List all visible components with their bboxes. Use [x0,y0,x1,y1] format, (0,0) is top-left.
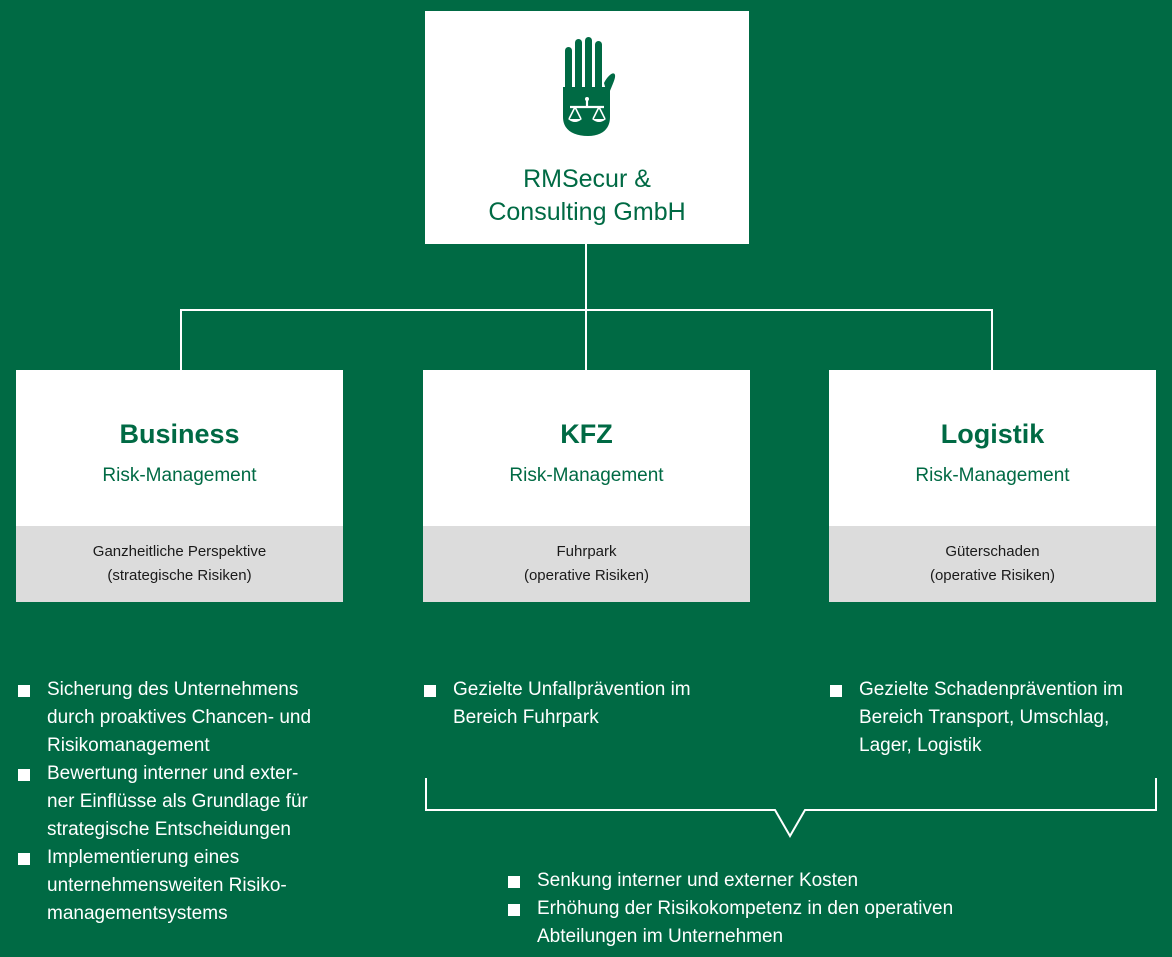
bullet-square-icon [18,685,30,697]
list-item: Bewertung interner und exter- ner Einflü… [16,760,386,844]
unit-detail-line-1: Güterschaden [945,543,1040,560]
list-item: Senkung interner und externer Kosten [506,867,1046,895]
hand-with-scales-icon [563,37,616,136]
unit-title: Logistik [940,419,1045,449]
company-name-line-2: Consulting GmbH [488,198,686,226]
connector-trunk [585,244,587,311]
connector-kfz [585,309,587,370]
bullet-line: strategische Entscheidungen [47,819,291,840]
bullet-line: Lager, Logistik [859,735,982,756]
unit-detail-line-2: (strategische Risiken) [107,567,252,584]
unit-subtitle: Risk-Management [509,465,664,486]
kfz-bullet-list: Gezielte Unfallprävention im Bereich Fuh… [422,676,792,732]
logistik-bullet-list: Gezielte Schadenprävention im Bereich Tr… [828,676,1172,760]
unit-kfz: KFZ Risk-Management Fuhrpark (operative … [423,370,750,602]
list-item: Gezielte Schadenprävention im Bereich Tr… [828,676,1172,760]
bullet-line: Erhöhung der Risikokompetenz in den oper… [537,898,954,919]
unit-logistik: Logistik Risk-Management Güterschaden (o… [829,370,1156,602]
bullet-square-icon [424,685,436,697]
unit-detail-line-1: Ganzheitliche Perspektive [92,543,267,560]
bullet-square-icon [508,876,520,888]
bullet-square-icon [830,685,842,697]
bullet-line: Risikomanagement [47,735,210,756]
unit-business: Business Risk-Management Ganzheitliche P… [16,370,343,602]
connector-logistik [991,309,993,370]
unit-detail-line-2: (operative Risiken) [523,567,650,584]
unit-detail: Fuhrpark (operative Risiken) [423,526,750,602]
list-item: Sicherung des Unternehmens durch proakti… [16,676,386,760]
bullet-square-icon [18,853,30,865]
unit-detail-line-1: Fuhrpark [556,543,617,560]
unit-detail: Ganzheitliche Perspektive (strategische … [16,526,343,602]
unit-detail-line-2: (operative Risiken) [929,567,1056,584]
grouping-brace [425,778,1157,839]
connector-business [180,309,182,370]
bullet-line: Gezielte Unfallprävention im [453,679,691,700]
bullet-line: Implementierung eines [47,847,240,868]
list-item: Gezielte Unfallprävention im Bereich Fuh… [422,676,792,732]
company-name: RMSecur & Consulting GmbH [425,163,749,229]
bullet-line: Senkung interner und externer Kosten [537,870,859,891]
unit-subtitle: Risk-Management [102,465,257,486]
shared-bullet-list: Senkung interner und externer Kosten Erh… [506,867,1046,951]
list-item: Erhöhung der Risikokompetenz in den oper… [506,895,1046,951]
bullet-line: Bereich Transport, Umschlag, [859,707,1110,728]
bullet-line: Bereich Fuhrpark [453,707,599,728]
bullet-square-icon [508,904,520,916]
bullet-line: Sicherung des Unternehmens [47,679,299,700]
company-name-line-1: RMSecur & [523,165,651,193]
bullet-line: managementsystems [47,903,228,924]
unit-subtitle: Risk-Management [915,465,1070,486]
business-bullet-list: Sicherung des Unternehmens durch proakti… [16,676,386,928]
list-item: Implementierung eines unternehmensweiten… [16,844,386,928]
bullet-line: Bewertung interner und exter- [47,763,299,784]
unit-title: KFZ [560,419,613,449]
bullet-line: Gezielte Schadenprävention im [859,679,1124,700]
bullet-line: Abteilungen im Unternehmen [537,926,784,947]
unit-detail: Güterschaden (operative Risiken) [829,526,1156,602]
bullet-line: unternehmensweiten Risiko- [47,875,287,896]
bullet-line: durch proaktives Chancen- und [47,707,312,728]
unit-title: Business [119,419,240,449]
company-box: RMSecur & Consulting GmbH [425,11,749,244]
bullet-line: ner Einflüsse als Grundlage für [47,791,308,812]
bullet-square-icon [18,769,30,781]
